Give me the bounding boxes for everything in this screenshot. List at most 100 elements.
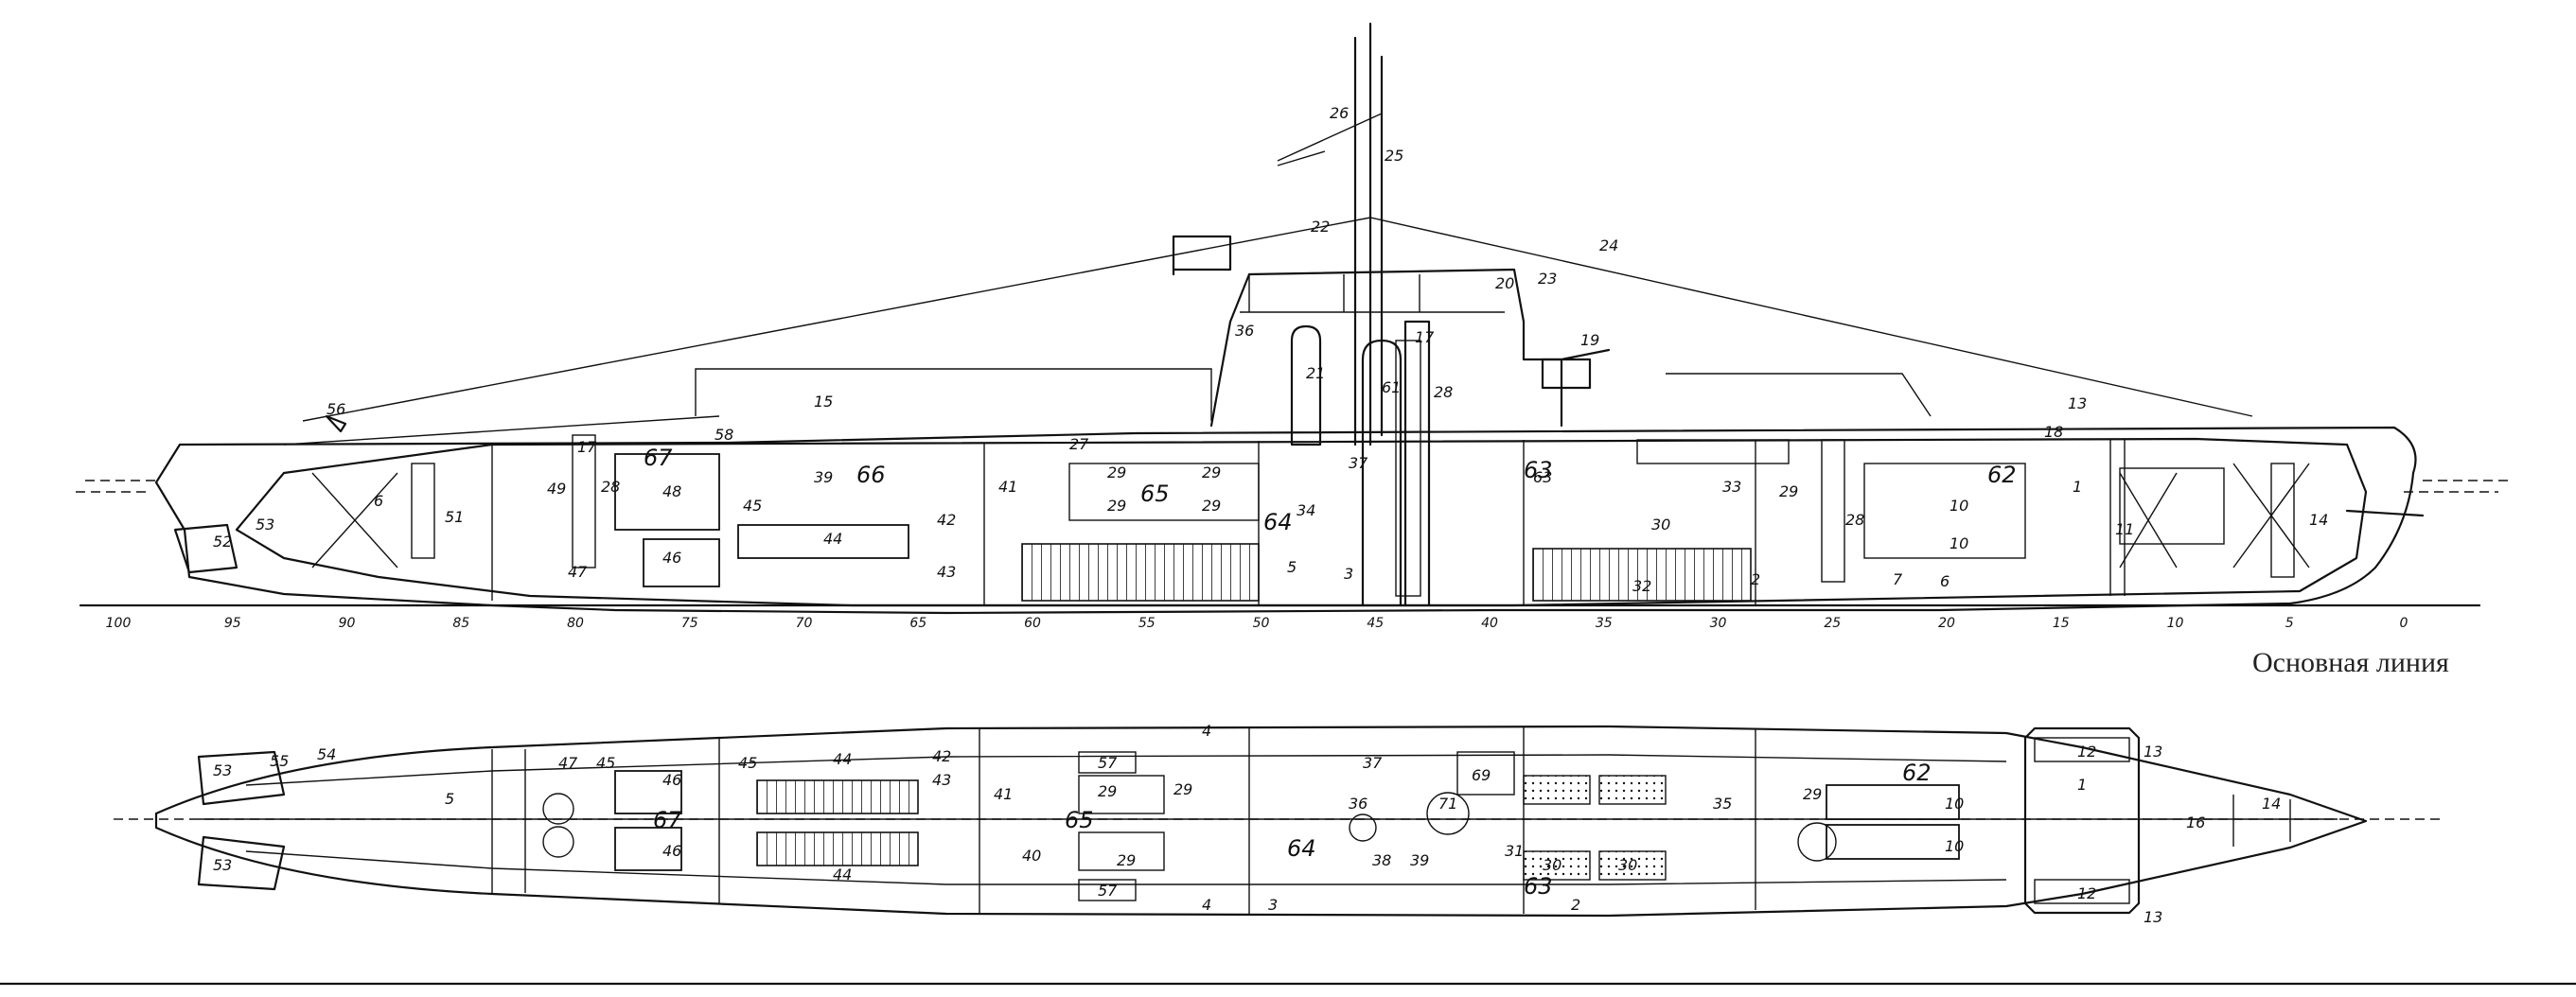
svg-text:30: 30	[1543, 856, 1561, 874]
svg-text:69: 69	[1472, 766, 1491, 784]
flag	[1172, 235, 1232, 276]
svg-text:51: 51	[445, 508, 464, 526]
svg-text:39: 39	[814, 468, 833, 486]
svg-text:4: 4	[1202, 896, 1211, 914]
svg-text:40: 40	[1022, 847, 1041, 865]
svg-text:37: 37	[1349, 454, 1368, 472]
frame-tick-label: 95	[224, 616, 241, 631]
svg-text:58: 58	[715, 426, 733, 444]
plan-view-labels: 53 55 54 53 5 47 45 46 45 46 44 44 41 42…	[213, 722, 2281, 926]
frame-tick-label: 60	[1024, 616, 1041, 631]
svg-text:42: 42	[932, 747, 951, 765]
svg-text:13: 13	[2144, 743, 2162, 761]
svg-text:39: 39	[1410, 851, 1429, 869]
svg-text:14: 14	[2262, 795, 2281, 813]
svg-text:15: 15	[814, 393, 833, 411]
side-view-labels: 56 52 53 6 51 17 49 28 48 46 47 58 45 44…	[213, 104, 2328, 595]
svg-text:62: 62	[1902, 760, 1932, 786]
svg-text:62: 62	[1987, 462, 2017, 488]
svg-text:46: 46	[662, 771, 681, 789]
frame-tick-label: 70	[796, 616, 813, 631]
svg-text:44: 44	[833, 750, 852, 768]
side-compartment-numbers: 67 66 65 64 63 62	[644, 445, 2017, 535]
svg-text:29: 29	[1098, 782, 1117, 800]
frame-tick-label: 90	[339, 616, 356, 631]
frame-tick-label: 40	[1481, 616, 1498, 631]
svg-text:17: 17	[1415, 328, 1435, 346]
frame-tick-label: 45	[1367, 616, 1384, 631]
frame-tick-label: 55	[1138, 616, 1156, 631]
svg-text:46: 46	[662, 842, 681, 860]
svg-text:52: 52	[213, 533, 232, 551]
svg-text:29: 29	[1117, 851, 1136, 869]
svg-text:36: 36	[1349, 795, 1367, 813]
svg-text:12: 12	[2077, 743, 2096, 761]
svg-text:46: 46	[662, 549, 681, 567]
side-elevation	[76, 22, 2508, 615]
svg-text:6: 6	[374, 492, 383, 510]
svg-text:43: 43	[937, 563, 956, 581]
svg-text:45: 45	[596, 754, 615, 772]
svg-text:55: 55	[270, 752, 289, 770]
svg-text:32: 32	[1632, 577, 1651, 595]
svg-text:28: 28	[601, 478, 620, 496]
svg-text:42: 42	[937, 511, 956, 529]
svg-text:38: 38	[1372, 851, 1391, 869]
frame-tick-label: 10	[2167, 616, 2184, 631]
plan-compartment-numbers: 67 65 64 63 62	[653, 760, 1932, 900]
svg-text:67: 67	[653, 807, 682, 833]
svg-text:53: 53	[256, 516, 274, 533]
svg-text:6: 6	[1940, 572, 1950, 590]
svg-text:5: 5	[1287, 558, 1297, 576]
svg-text:13: 13	[2144, 908, 2162, 926]
svg-text:67: 67	[644, 445, 673, 471]
frame-tick-label: 50	[1253, 616, 1270, 631]
svg-text:54: 54	[317, 745, 336, 763]
svg-text:21: 21	[1306, 364, 1325, 382]
base-line-caption: Основная линия	[2252, 647, 2449, 678]
svg-text:37: 37	[1363, 754, 1383, 772]
svg-text:30: 30	[1618, 856, 1637, 874]
svg-text:65: 65	[1140, 481, 1170, 507]
frame-tick-label: 0	[2400, 616, 2408, 631]
svg-text:64: 64	[1287, 835, 1316, 862]
svg-text:66: 66	[856, 462, 886, 488]
svg-text:16: 16	[2186, 813, 2205, 831]
svg-text:53: 53	[213, 856, 232, 874]
svg-text:31: 31	[1505, 842, 1524, 860]
ladders	[411, 340, 2295, 597]
svg-text:23: 23	[1538, 270, 1557, 288]
svg-text:14: 14	[2309, 511, 2328, 529]
svg-text:25: 25	[1385, 147, 1403, 165]
svg-text:29: 29	[1107, 497, 1126, 515]
svg-text:33: 33	[1722, 478, 1741, 496]
svg-text:20: 20	[1495, 274, 1514, 292]
svg-text:64: 64	[1263, 509, 1293, 535]
svg-text:57: 57	[1098, 754, 1118, 772]
svg-text:19: 19	[1580, 331, 1599, 349]
frame-tick-label: 85	[452, 616, 469, 631]
frame-tick-label: 25	[1824, 616, 1841, 631]
svg-text:28: 28	[1434, 383, 1453, 401]
svg-text:63: 63	[1533, 468, 1552, 486]
svg-text:10: 10	[1950, 497, 1968, 515]
frame-tick-label: 65	[909, 616, 926, 631]
svg-text:34: 34	[1297, 501, 1315, 519]
frame-tick-label: 15	[2053, 616, 2070, 631]
svg-text:10: 10	[1945, 837, 1964, 855]
svg-text:35: 35	[1713, 795, 1732, 813]
svg-text:63: 63	[1524, 457, 1553, 483]
svg-text:36: 36	[1235, 322, 1254, 340]
frame-tick-label: 30	[1710, 616, 1727, 631]
conning-tower	[1209, 268, 1563, 428]
frame-tick-label: 5	[2285, 616, 2294, 631]
svg-text:61: 61	[1382, 378, 1401, 396]
svg-text:29: 29	[1107, 464, 1126, 481]
svg-text:30: 30	[1651, 516, 1670, 533]
svg-text:11: 11	[2115, 520, 2134, 538]
svg-text:3: 3	[1268, 896, 1278, 914]
svg-text:17: 17	[577, 438, 597, 456]
frame-tick-label: 75	[681, 616, 698, 631]
